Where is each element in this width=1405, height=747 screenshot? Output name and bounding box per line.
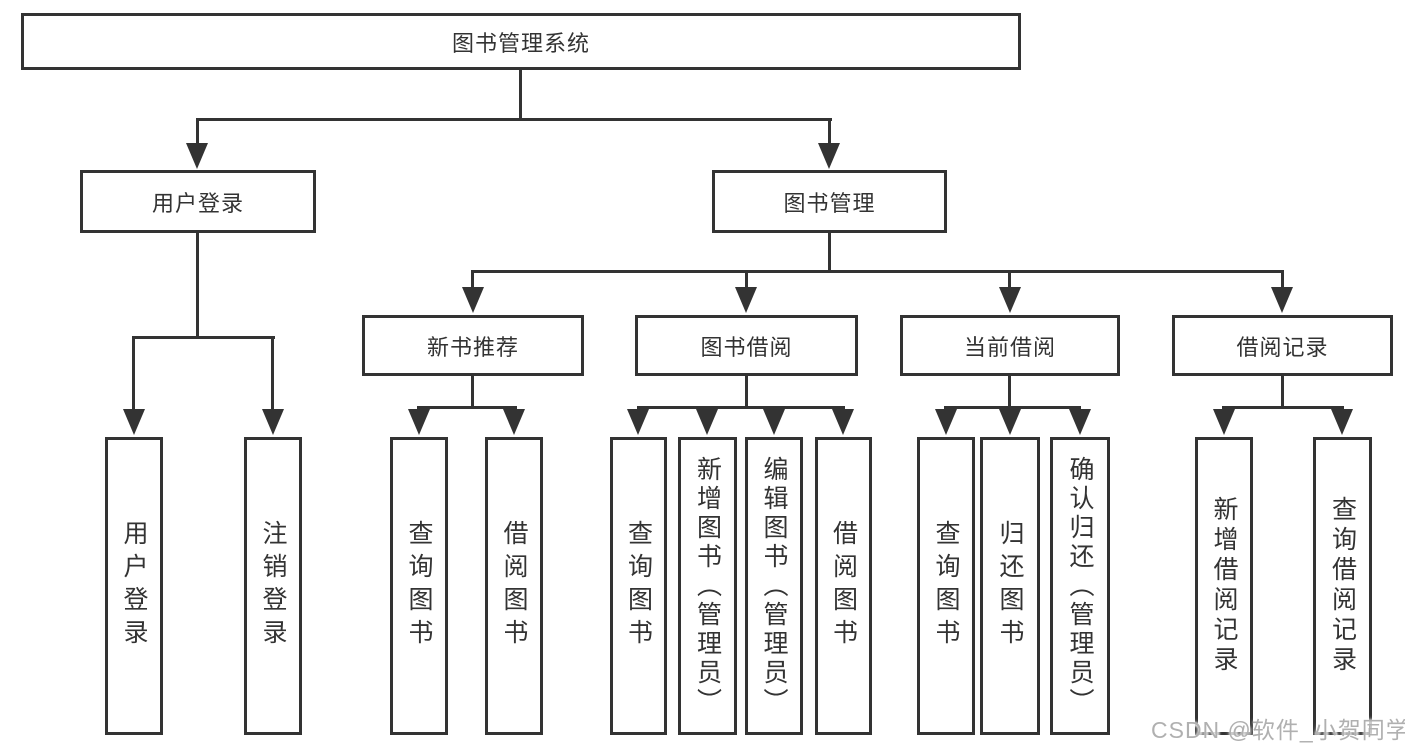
node-user-login: 用户登录 xyxy=(80,170,316,233)
connector-drop xyxy=(132,339,135,409)
arrow-down-icon xyxy=(832,409,854,435)
node-label: 当前借阅 xyxy=(963,334,1056,360)
node-library-system: 图书管理系统 xyxy=(21,13,1021,70)
connector-records-stem xyxy=(1281,376,1284,409)
connector-mgmt-stem xyxy=(828,233,831,273)
arrow-down-icon xyxy=(696,409,718,435)
arrow-down-icon xyxy=(999,409,1021,435)
arrow-down-icon xyxy=(1271,287,1293,313)
connector-borrowing-stem xyxy=(745,376,748,409)
node-confirm-return-admin: 确认归还（管理员） xyxy=(1050,437,1110,735)
arrow-down-icon xyxy=(123,409,145,435)
connector-login-stem xyxy=(196,233,199,339)
connector-drop xyxy=(471,273,474,287)
node-borrow-books: 借阅图书 xyxy=(815,437,872,735)
connector-records-bus xyxy=(1222,406,1344,409)
node-label: 查询图书 xyxy=(405,520,433,652)
node-label: 确认归还（管理员） xyxy=(1066,455,1094,717)
connector-borrowing-bus xyxy=(637,406,845,409)
connector-drop xyxy=(745,273,748,287)
arrow-down-icon xyxy=(818,143,840,169)
connector-drop xyxy=(828,121,831,144)
node-label: 新增图书（管理员） xyxy=(693,455,722,717)
arrow-down-icon xyxy=(935,409,957,435)
node-add-borrow-record: 新增借阅记录 xyxy=(1195,437,1253,735)
arrow-down-icon xyxy=(408,409,430,435)
node-book-borrowing: 图书借阅 xyxy=(635,315,858,376)
node-label: 用户登录 xyxy=(120,520,148,652)
node-label: 图书管理 xyxy=(783,190,876,216)
arrow-down-icon xyxy=(503,409,525,435)
node-edit-books-admin: 编辑图书（管理员） xyxy=(745,437,803,735)
node-user-login-leaf: 用户登录 xyxy=(105,437,163,735)
node-label: 编辑图书（管理员） xyxy=(760,455,788,717)
connector-drop xyxy=(271,339,274,409)
node-return-books: 归还图书 xyxy=(980,437,1040,735)
node-label: 新书推荐 xyxy=(426,334,519,360)
connector-recommend-bus xyxy=(417,406,517,409)
arrow-down-icon xyxy=(627,409,649,435)
node-label: 注销登录 xyxy=(259,520,287,652)
node-query-books: 查询图书 xyxy=(610,437,667,735)
arrow-down-icon xyxy=(1213,409,1235,435)
arrow-down-icon xyxy=(462,287,484,313)
node-label: 借阅图书 xyxy=(829,520,858,652)
connector-root-stem xyxy=(519,70,522,121)
node-new-book-recommend: 新书推荐 xyxy=(362,315,584,376)
connector-drop xyxy=(1281,273,1284,287)
node-query-books: 查询图书 xyxy=(390,437,448,735)
arrow-down-icon xyxy=(763,409,785,435)
connector-drop xyxy=(196,121,199,144)
node-label: 查询图书 xyxy=(932,520,960,652)
arrow-down-icon xyxy=(186,143,208,169)
node-book-management: 图书管理 xyxy=(712,170,947,233)
connector-current-stem xyxy=(1008,376,1011,409)
node-label: 查询图书 xyxy=(624,520,653,652)
arrow-down-icon xyxy=(1331,409,1353,435)
node-borrow-books: 借阅图书 xyxy=(485,437,543,735)
connector-login-bus xyxy=(132,336,275,339)
connector-root-bus xyxy=(196,118,832,121)
node-label: 新增借阅记录 xyxy=(1210,496,1238,676)
node-current-borrowing: 当前借阅 xyxy=(900,315,1120,376)
node-label: 归还图书 xyxy=(996,520,1024,652)
csdn-watermark: CSDN @软件_小贺同学 xyxy=(1151,717,1405,743)
node-logout: 注销登录 xyxy=(244,437,302,735)
node-label: 用户登录 xyxy=(151,190,244,216)
node-label: 借阅记录 xyxy=(1236,334,1329,360)
node-label: 查询借阅记录 xyxy=(1328,496,1357,676)
node-label: 图书借阅 xyxy=(700,334,793,360)
connector-drop xyxy=(1008,273,1011,287)
node-query-books: 查询图书 xyxy=(917,437,975,735)
arrow-down-icon xyxy=(262,409,284,435)
node-add-books-admin: 新增图书（管理员） xyxy=(678,437,737,735)
arrow-down-icon xyxy=(1069,409,1091,435)
node-query-borrow-record: 查询借阅记录 xyxy=(1313,437,1372,735)
arrow-down-icon xyxy=(735,287,757,313)
connector-current-bus xyxy=(944,406,1081,409)
connector-mgmt-bus xyxy=(471,270,1284,273)
node-borrow-records: 借阅记录 xyxy=(1172,315,1393,376)
arrow-down-icon xyxy=(999,287,1021,313)
connector-recommend-stem xyxy=(471,376,474,409)
node-label: 借阅图书 xyxy=(500,520,528,652)
node-label: 图书管理系统 xyxy=(451,30,590,56)
